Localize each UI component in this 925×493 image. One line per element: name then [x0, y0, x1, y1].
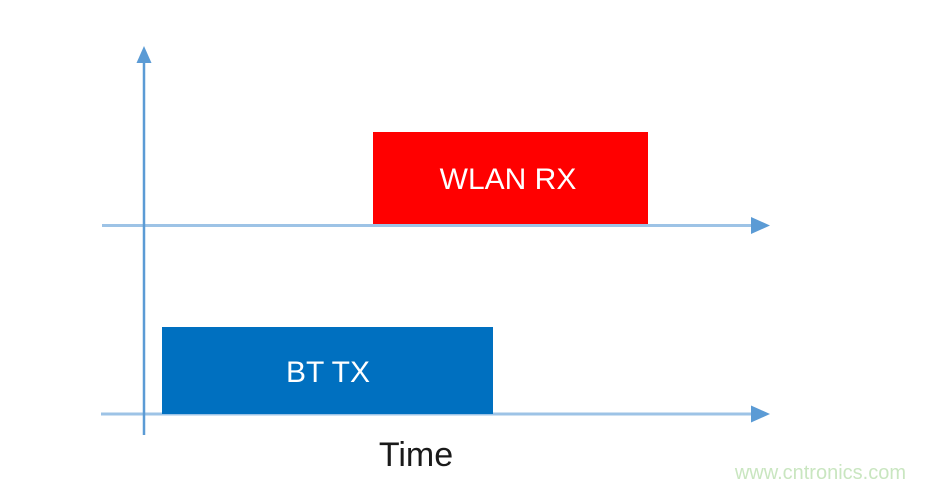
- time-axis-label: Time: [379, 436, 453, 474]
- bt-tx-bar: [162, 327, 493, 414]
- vertical-axis-arrowhead-icon: [136, 46, 152, 63]
- lower-time-axis-arrowhead-icon: [751, 405, 770, 423]
- watermark: www.cntronics.com: [734, 462, 906, 484]
- bt-tx-bar-label: BT TX: [286, 356, 370, 389]
- wlan-rx-bar: [373, 132, 648, 224]
- wlan-rx-bar-label: WLAN RX: [440, 163, 577, 196]
- upper-time-axis-arrowhead-icon: [751, 217, 770, 234]
